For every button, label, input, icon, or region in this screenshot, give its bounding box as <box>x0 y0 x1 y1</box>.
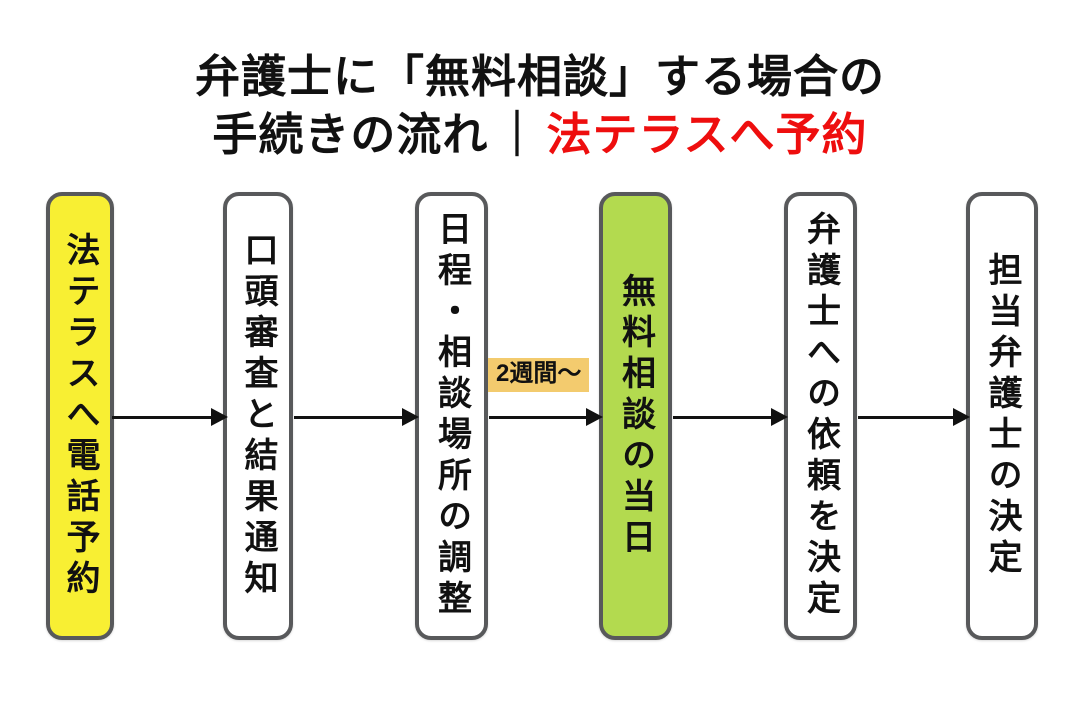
flow-step-label: 口頭審査と結果通知 <box>239 231 277 601</box>
title-line2-prefix: 手続きの流れ <box>212 109 489 160</box>
arrow-right-icon <box>402 408 419 426</box>
flow-step-label: 弁護士への依頼を決定 <box>801 211 840 621</box>
flow-step-label: 担当弁護士の決定 <box>983 252 1021 580</box>
flow-arrow-3 <box>489 404 603 430</box>
arrow-right-icon <box>586 408 603 426</box>
flow-step-phone-reservation: 法テラスへ電話予約 <box>46 192 114 640</box>
page-title: 弁護士に「無料相談」する場合の 手続きの流れ｜法テラスへ予約 <box>0 48 1080 164</box>
flow-step-label: 無料相談の当日 <box>616 272 655 560</box>
flow-step-label: 法テラスへ電話予約 <box>61 231 99 601</box>
arrow-right-icon <box>953 408 970 426</box>
flow-step-label: 日程・相談場所の調整 <box>432 211 471 621</box>
flow-arrow-2 <box>294 404 419 430</box>
flow-arrow-1 <box>112 404 228 430</box>
flow-step-consultation-day: 無料相談の当日 <box>599 192 672 640</box>
title-divider: ｜ <box>494 109 541 160</box>
flow-step-request-lawyer: 弁護士への依頼を決定 <box>784 192 857 640</box>
flow-step-lawyer-decided: 担当弁護士の決定 <box>966 192 1038 640</box>
flow-step-schedule-adjustment: 日程・相談場所の調整 <box>415 192 488 640</box>
arrow-shaft <box>673 415 773 419</box>
flow-arrow-5 <box>858 404 970 430</box>
title-line1: 弁護士に「無料相談」する場合の <box>194 51 885 102</box>
arrow-shaft <box>489 415 588 419</box>
flow-step-oral-review: 口頭審査と結果通知 <box>223 192 293 640</box>
arrow-right-icon <box>211 408 228 426</box>
duration-badge: 2週間〜 <box>488 358 590 392</box>
arrow-right-icon <box>771 408 788 426</box>
title-highlight: 法テラスへ予約 <box>546 109 868 160</box>
arrow-shaft <box>294 415 404 419</box>
flow-arrow-4 <box>673 404 788 430</box>
arrow-shaft <box>858 415 955 419</box>
title-line2: 手続きの流れ｜法テラスへ予約 <box>212 109 867 160</box>
arrow-shaft <box>112 415 213 419</box>
